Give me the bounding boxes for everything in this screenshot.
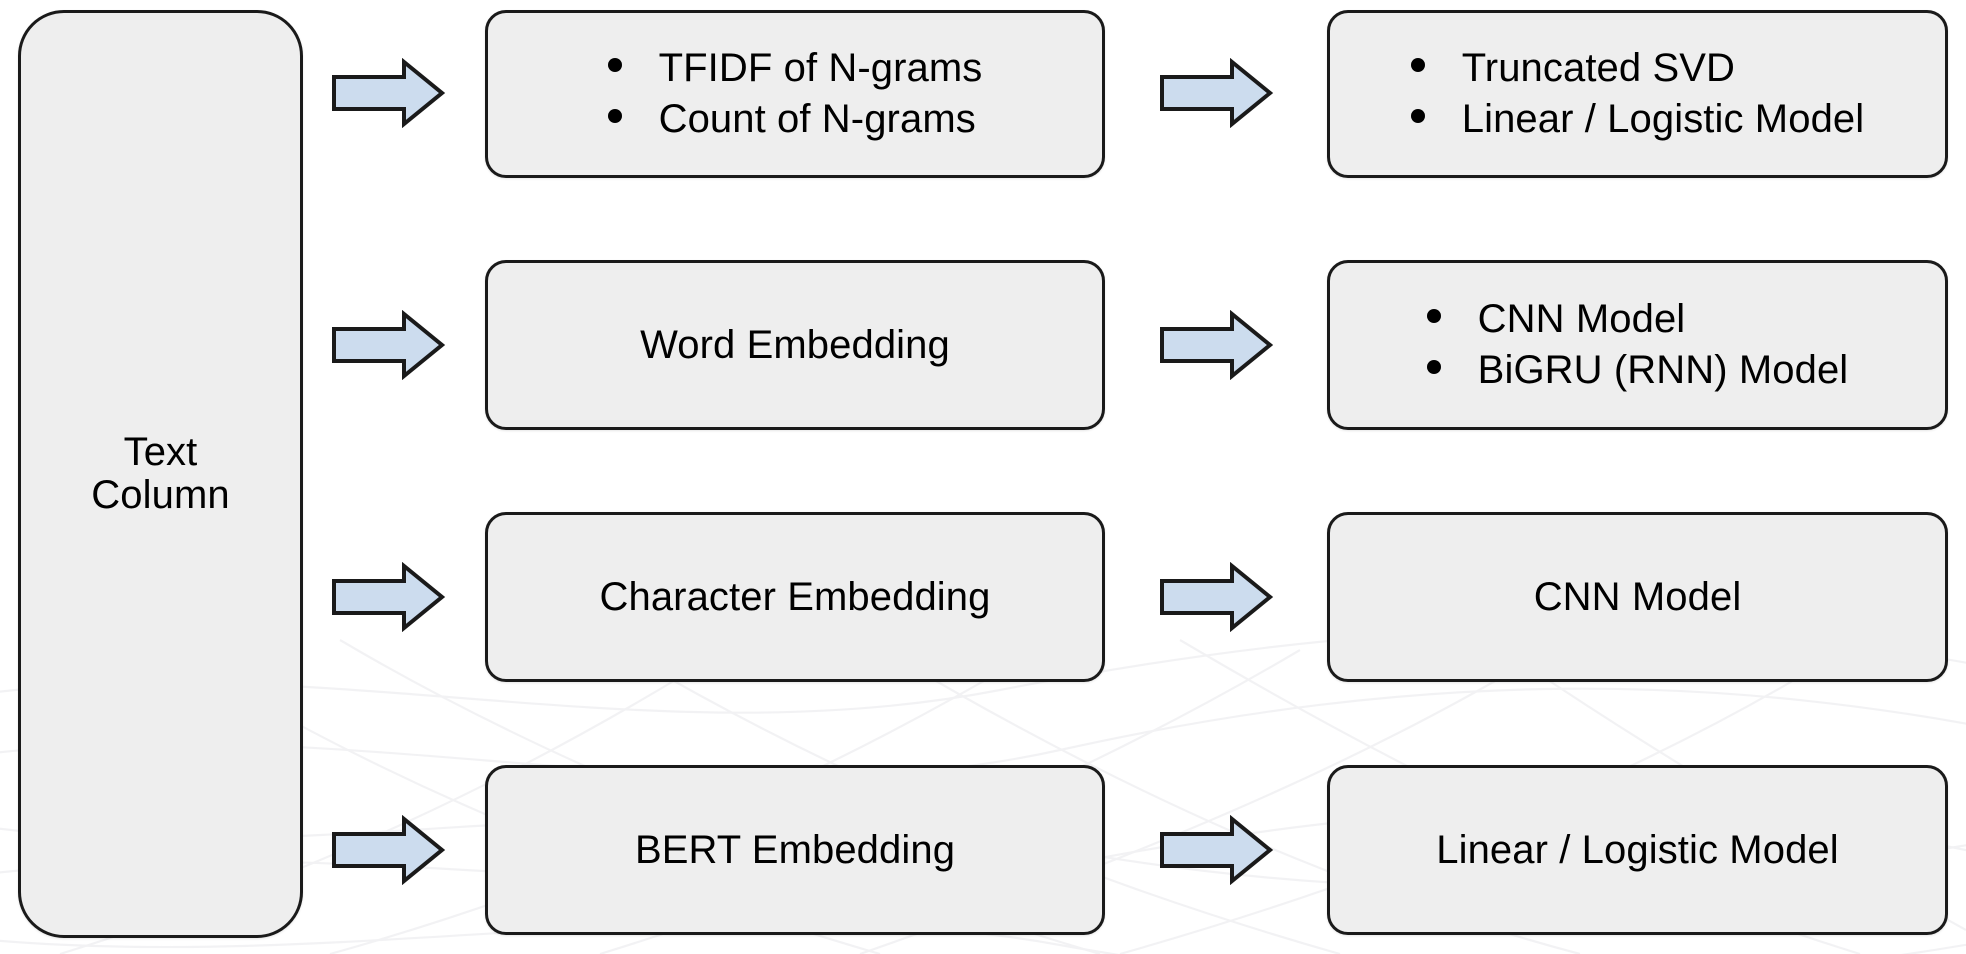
list-item-label: Linear / Logistic Model — [1461, 97, 1865, 141]
node-cnn-model-label: CNN Model — [1533, 574, 1742, 619]
list-item-label: CNN Model — [1477, 296, 1686, 341]
node-character-embedding-label: Character Embedding — [599, 574, 991, 619]
bullet-icon — [1426, 308, 1441, 323]
list-item: BiGRU (RNN) Model — [1426, 345, 1849, 396]
bullet-icon — [607, 109, 622, 123]
list-item: TFIDF of N-grams — [607, 43, 983, 94]
node-cnn-model[interactable]: CNN Model — [1327, 512, 1948, 682]
list-item: Linear / Logistic Model — [1410, 94, 1865, 145]
node-cnn-bigru-models[interactable]: CNN Model BiGRU (RNN) Model — [1327, 260, 1948, 430]
list-item: CNN Model — [1426, 294, 1849, 345]
arrow-right-icon — [1160, 562, 1274, 632]
arrow-right-icon — [332, 58, 446, 128]
list-item-label: BiGRU (RNN) Model — [1477, 348, 1849, 392]
arrow-right-icon — [332, 562, 446, 632]
list-item-label: Truncated SVD — [1461, 45, 1736, 90]
cnn-bigru-models-list: CNN Model BiGRU (RNN) Model — [1426, 294, 1849, 396]
arrow-right-icon — [1160, 815, 1274, 885]
node-bert-embedding-label: BERT Embedding — [634, 827, 956, 872]
node-text-column-label: Text Column — [91, 429, 230, 517]
node-word-embedding[interactable]: Word Embedding — [485, 260, 1105, 430]
svd-linear-models-list: Truncated SVD Linear / Logistic Model — [1410, 43, 1865, 145]
ngram-features-list: TFIDF of N-grams Count of N-grams — [607, 43, 983, 145]
list-item: Truncated SVD — [1410, 43, 1865, 94]
bullet-icon — [1410, 109, 1425, 123]
node-bert-embedding[interactable]: BERT Embedding — [485, 765, 1105, 935]
list-item: Count of N-grams — [607, 94, 983, 145]
node-ngram-features[interactable]: TFIDF of N-grams Count of N-grams — [485, 10, 1105, 178]
node-linear-logistic-model-label: Linear / Logistic Model — [1436, 827, 1839, 872]
node-text-column[interactable]: Text Column — [18, 10, 303, 938]
arrow-right-icon — [332, 815, 446, 885]
arrow-right-icon — [332, 310, 446, 380]
bullet-icon — [1426, 360, 1441, 374]
bullet-icon — [1410, 57, 1425, 72]
node-character-embedding[interactable]: Character Embedding — [485, 512, 1105, 682]
node-word-embedding-label: Word Embedding — [640, 322, 950, 367]
arrow-right-icon — [1160, 310, 1274, 380]
list-item-label: Count of N-grams — [658, 97, 976, 141]
arrow-right-icon — [1160, 58, 1274, 128]
node-linear-logistic-model[interactable]: Linear / Logistic Model — [1327, 765, 1948, 935]
list-item-label: TFIDF of N-grams — [658, 45, 983, 90]
bullet-icon — [607, 57, 622, 72]
node-svd-linear-models[interactable]: Truncated SVD Linear / Logistic Model — [1327, 10, 1948, 178]
